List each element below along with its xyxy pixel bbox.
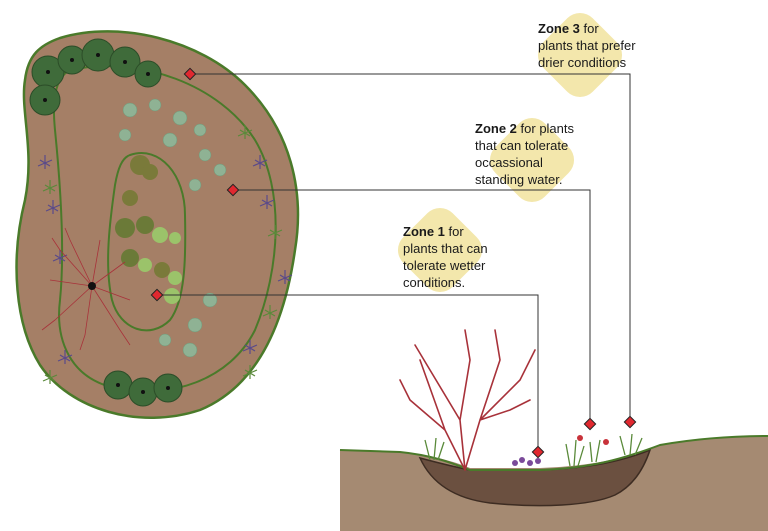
section-purple-flowers — [512, 457, 541, 466]
label-blobs — [397, 12, 623, 293]
zone-3-plan-marker — [183, 67, 197, 81]
zone-1-section-marker — [531, 445, 545, 459]
zone-2-line-1: for plants — [520, 121, 575, 136]
zone-2-label: Zone 2 for plants that can tolerate occa… — [475, 120, 595, 188]
plan-red-shrub-center — [88, 282, 96, 290]
zone-1-line-3: tolerate wetter — [403, 258, 486, 273]
plan-red-shrub — [41, 227, 131, 351]
zone-2-line-4: standing water. — [475, 172, 563, 187]
zone-2-line-2: that can tolerate — [475, 138, 569, 153]
zone-3-leader — [190, 73, 631, 422]
zone-3-line-3: drier conditions — [538, 55, 627, 70]
section-grasses — [424, 433, 643, 467]
zone-1-line-1: for — [448, 224, 464, 239]
zone-2-section-marker — [583, 417, 597, 431]
zone-1-leader — [157, 294, 539, 452]
zone-2-plan-marker — [226, 183, 240, 197]
zone-3-title: Zone 3 — [538, 21, 580, 36]
section-red-bush — [399, 329, 536, 471]
zone-2-title: Zone 2 — [475, 121, 517, 136]
plan-star-plants — [118, 98, 227, 358]
zone-2-label-blob — [489, 117, 575, 203]
plan-shrub-centers-top — [43, 53, 150, 102]
section-view — [339, 329, 768, 531]
zone-1-line-4: conditions. — [403, 275, 466, 290]
section-red-flowers — [577, 435, 609, 445]
zone-2-leader — [233, 189, 591, 424]
plan-zone-1-plants — [115, 155, 182, 304]
plan-shrub-centers-bottom — [116, 383, 170, 394]
zone-1-plan-marker — [150, 288, 164, 302]
zone-2-line-3: occassional — [475, 155, 543, 170]
zone-3-label-blob — [537, 12, 623, 98]
zone-3-label: Zone 3 for plants that prefer drier cond… — [538, 20, 648, 71]
zone-1-label: Zone 1 for plants that can tolerate wett… — [403, 223, 513, 291]
plan-zone-1-ring — [107, 152, 187, 332]
section-ground-line — [339, 435, 768, 471]
zone-3-line-2: plants that prefer — [538, 38, 636, 53]
zone-3-section-marker — [623, 415, 637, 429]
plan-bed-outline — [15, 30, 300, 419]
zone-1-line-2: plants that can — [403, 241, 488, 256]
zone-1-title: Zone 1 — [403, 224, 445, 239]
zone-1-label-blob — [397, 207, 483, 293]
plan-view — [15, 30, 300, 419]
leader-lines — [157, 73, 631, 452]
markers — [150, 67, 637, 459]
zone-3-line-1: for — [583, 21, 599, 36]
plan-grass-tufts — [37, 125, 293, 384]
